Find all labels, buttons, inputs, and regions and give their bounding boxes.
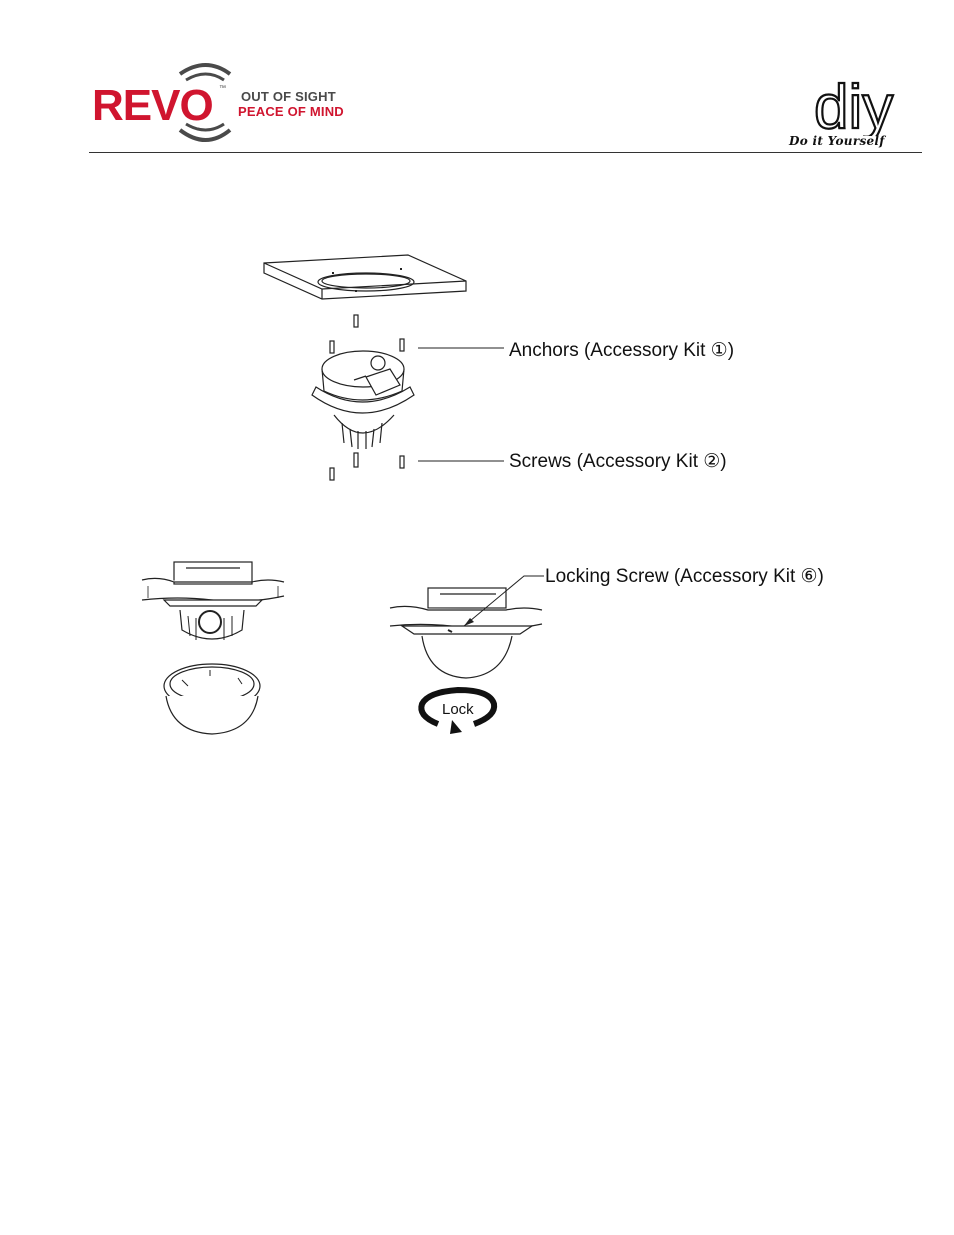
- tagline-line2: PEACE OF MIND: [238, 104, 344, 119]
- locking-leader: [463, 575, 544, 627]
- ceiling-mount-diagram: [263, 254, 504, 481]
- revo-logo: REVO ™: [92, 63, 232, 142]
- anchors-callout: Anchors (Accessory Kit ①): [509, 340, 735, 361]
- diy-subtitle: Do it Yourself: [789, 134, 885, 148]
- diy-wordmark: diy: [814, 74, 893, 136]
- brand-wordmark: REVO: [92, 81, 213, 130]
- trademark-mark: ™: [219, 85, 226, 92]
- anchors-group: [329, 314, 405, 354]
- diy-logo: diy: [813, 74, 894, 136]
- header-divider: [89, 152, 922, 153]
- camera-body: [311, 350, 415, 449]
- locking-screw-diagram: Lock: [389, 575, 544, 734]
- screws-group: [329, 452, 405, 481]
- leader-arrowhead: [464, 618, 474, 626]
- lock-label: Lock: [442, 701, 474, 718]
- locking-screw-callout: Locking Screw (Accessory Kit ⑥): [545, 566, 824, 587]
- screws-callout: Screws (Accessory Kit ②): [509, 451, 727, 472]
- tagline-line1: OUT OF SIGHT: [241, 89, 336, 104]
- dome-cover-diagram: [141, 561, 285, 735]
- lock-rotation-icon: Lock: [418, 686, 498, 734]
